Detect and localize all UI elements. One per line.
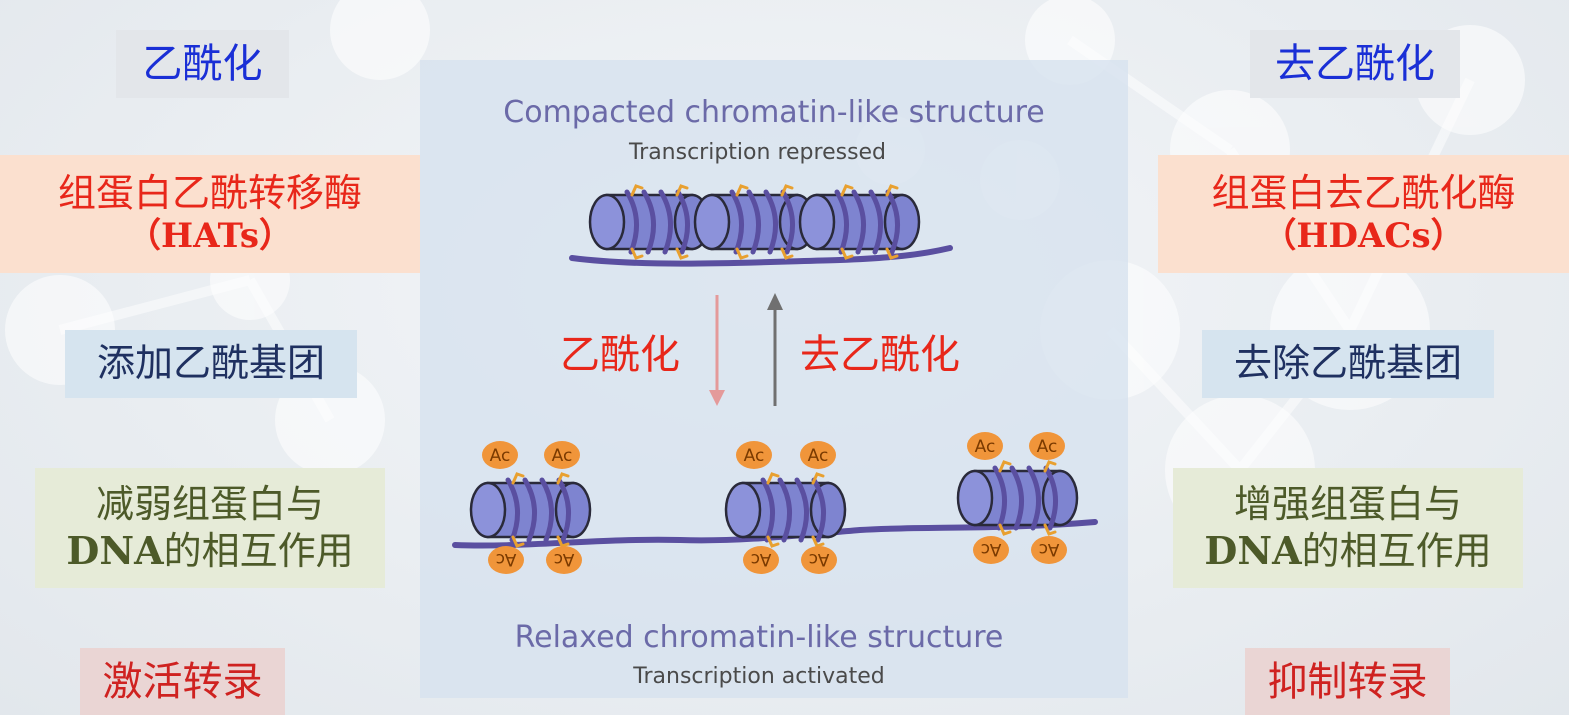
left-enzyme: 组蛋白乙酰转移酶 （HATs） — [0, 155, 420, 273]
acetylation-arrow — [709, 295, 725, 406]
histone-tail — [511, 472, 525, 485]
acetyl-tag-label: Ac — [490, 446, 511, 466]
right-heading: 去乙酰化 — [1250, 30, 1460, 98]
relaxed-subtitle: Transcription activated — [633, 664, 885, 689]
right-effect-dna: DNA — [1204, 527, 1302, 573]
left-effect-dna: DNA — [66, 527, 164, 573]
compact-title: Compacted chromatin-like structure — [503, 95, 1045, 130]
histone-tail — [780, 184, 794, 197]
acetyl-tag: Ac — [1029, 432, 1065, 460]
acetyl-tag: Ac — [544, 441, 580, 469]
right-effect-rest: 的相互作用 — [1301, 528, 1492, 573]
left-result: 激活转录 — [80, 648, 285, 715]
histone-tail — [511, 535, 525, 548]
deacetylation-arrow-label: 去乙酰化 — [800, 332, 960, 378]
right-effect: 增强组蛋白与 DNA的相互作用 — [1173, 468, 1523, 588]
histone-tail — [840, 184, 854, 197]
acetyl-tag-label: Ac — [554, 549, 575, 569]
histone-tail — [766, 535, 780, 548]
histone-tail — [1043, 460, 1057, 473]
acetyl-tag-label: Ac — [496, 549, 517, 569]
acetyl-tag: Ac — [743, 546, 779, 574]
histone-tail — [630, 247, 644, 260]
compact-nucleosome — [798, 184, 921, 260]
compact-nucleosome — [693, 184, 816, 260]
right-effect-line1: 增强组蛋白与 — [1233, 481, 1462, 526]
acetyl-tag-label: Ac — [1037, 437, 1058, 457]
acetyl-tag: Ac — [800, 441, 836, 469]
acetyl-tag-label: Ac — [981, 539, 1002, 559]
acetyl-tag: Ac — [1031, 536, 1067, 564]
acetyl-tag: Ac — [801, 546, 837, 574]
histone-tail — [675, 247, 689, 260]
histone-tail — [840, 247, 854, 260]
left-action: 添加乙酰基团 — [65, 330, 357, 398]
compact-dna-strand — [569, 245, 953, 267]
histone-tail — [885, 247, 899, 260]
relaxed-nucleosome — [469, 472, 592, 548]
left-effect: 减弱组蛋白与 DNA的相互作用 — [35, 468, 385, 588]
left-enzyme-name: 组蛋白乙酰转移酶 — [57, 170, 362, 215]
acetyl-tag-label: Ac — [751, 549, 772, 569]
right-result: 抑制转录 — [1245, 648, 1450, 715]
acetyl-tag-label: Ac — [809, 549, 830, 569]
relaxed-nucleosome — [956, 460, 1079, 536]
acetyl-tag: Ac — [967, 432, 1003, 460]
left-enzyme-abbr: （HATs） — [127, 216, 293, 257]
histone-tail — [735, 184, 749, 197]
right-enzyme: 组蛋白去乙酰化酶 （HDACs） — [1158, 155, 1569, 273]
histone-tail — [780, 247, 794, 260]
compact-subtitle: Transcription repressed — [628, 140, 887, 165]
histone-tail — [630, 184, 644, 197]
relaxed-nucleosome — [724, 472, 847, 548]
acetyl-tag: Ac — [546, 546, 582, 574]
histone-tail — [1043, 523, 1057, 536]
histone-tail — [811, 472, 825, 485]
acetyl-tag: Ac — [973, 536, 1009, 564]
acetyl-tag-label: Ac — [1039, 539, 1060, 559]
acetyl-tag-label: Ac — [808, 446, 829, 466]
acetyl-tag: Ac — [488, 546, 524, 574]
deacetylation-arrow — [767, 293, 783, 406]
right-enzyme-abbr: （HDACs） — [1262, 216, 1465, 257]
histone-tail — [735, 247, 749, 260]
left-heading: 乙酰化 — [116, 30, 289, 98]
histone-tail — [556, 535, 570, 548]
histone-tail — [766, 472, 780, 485]
acetylation-arrow-label: 乙酰化 — [560, 332, 680, 378]
histone-tail — [998, 460, 1012, 473]
histone-tail — [675, 184, 689, 197]
acetyl-tag-label: Ac — [744, 446, 765, 466]
compact-nucleosome — [588, 184, 711, 260]
acetyl-tag-label: Ac — [975, 437, 996, 457]
left-effect-line2: DNA的相互作用 — [66, 528, 353, 575]
right-action: 去除乙酰基团 — [1202, 330, 1494, 398]
left-effect-rest: 的相互作用 — [163, 528, 354, 573]
acetyl-tag: Ac — [482, 441, 518, 469]
histone-tail — [998, 523, 1012, 536]
relaxed-title: Relaxed chromatin-like structure — [514, 620, 1004, 655]
histone-tail — [885, 184, 899, 197]
right-effect-line2: DNA的相互作用 — [1204, 528, 1491, 575]
acetyl-tag: Ac — [736, 441, 772, 469]
histone-tail — [556, 472, 570, 485]
histone-tail — [811, 535, 825, 548]
left-effect-line1: 减弱组蛋白与 — [95, 481, 324, 526]
acetyl-tag-label: Ac — [552, 446, 573, 466]
right-enzyme-name: 组蛋白去乙酰化酶 — [1211, 170, 1516, 215]
